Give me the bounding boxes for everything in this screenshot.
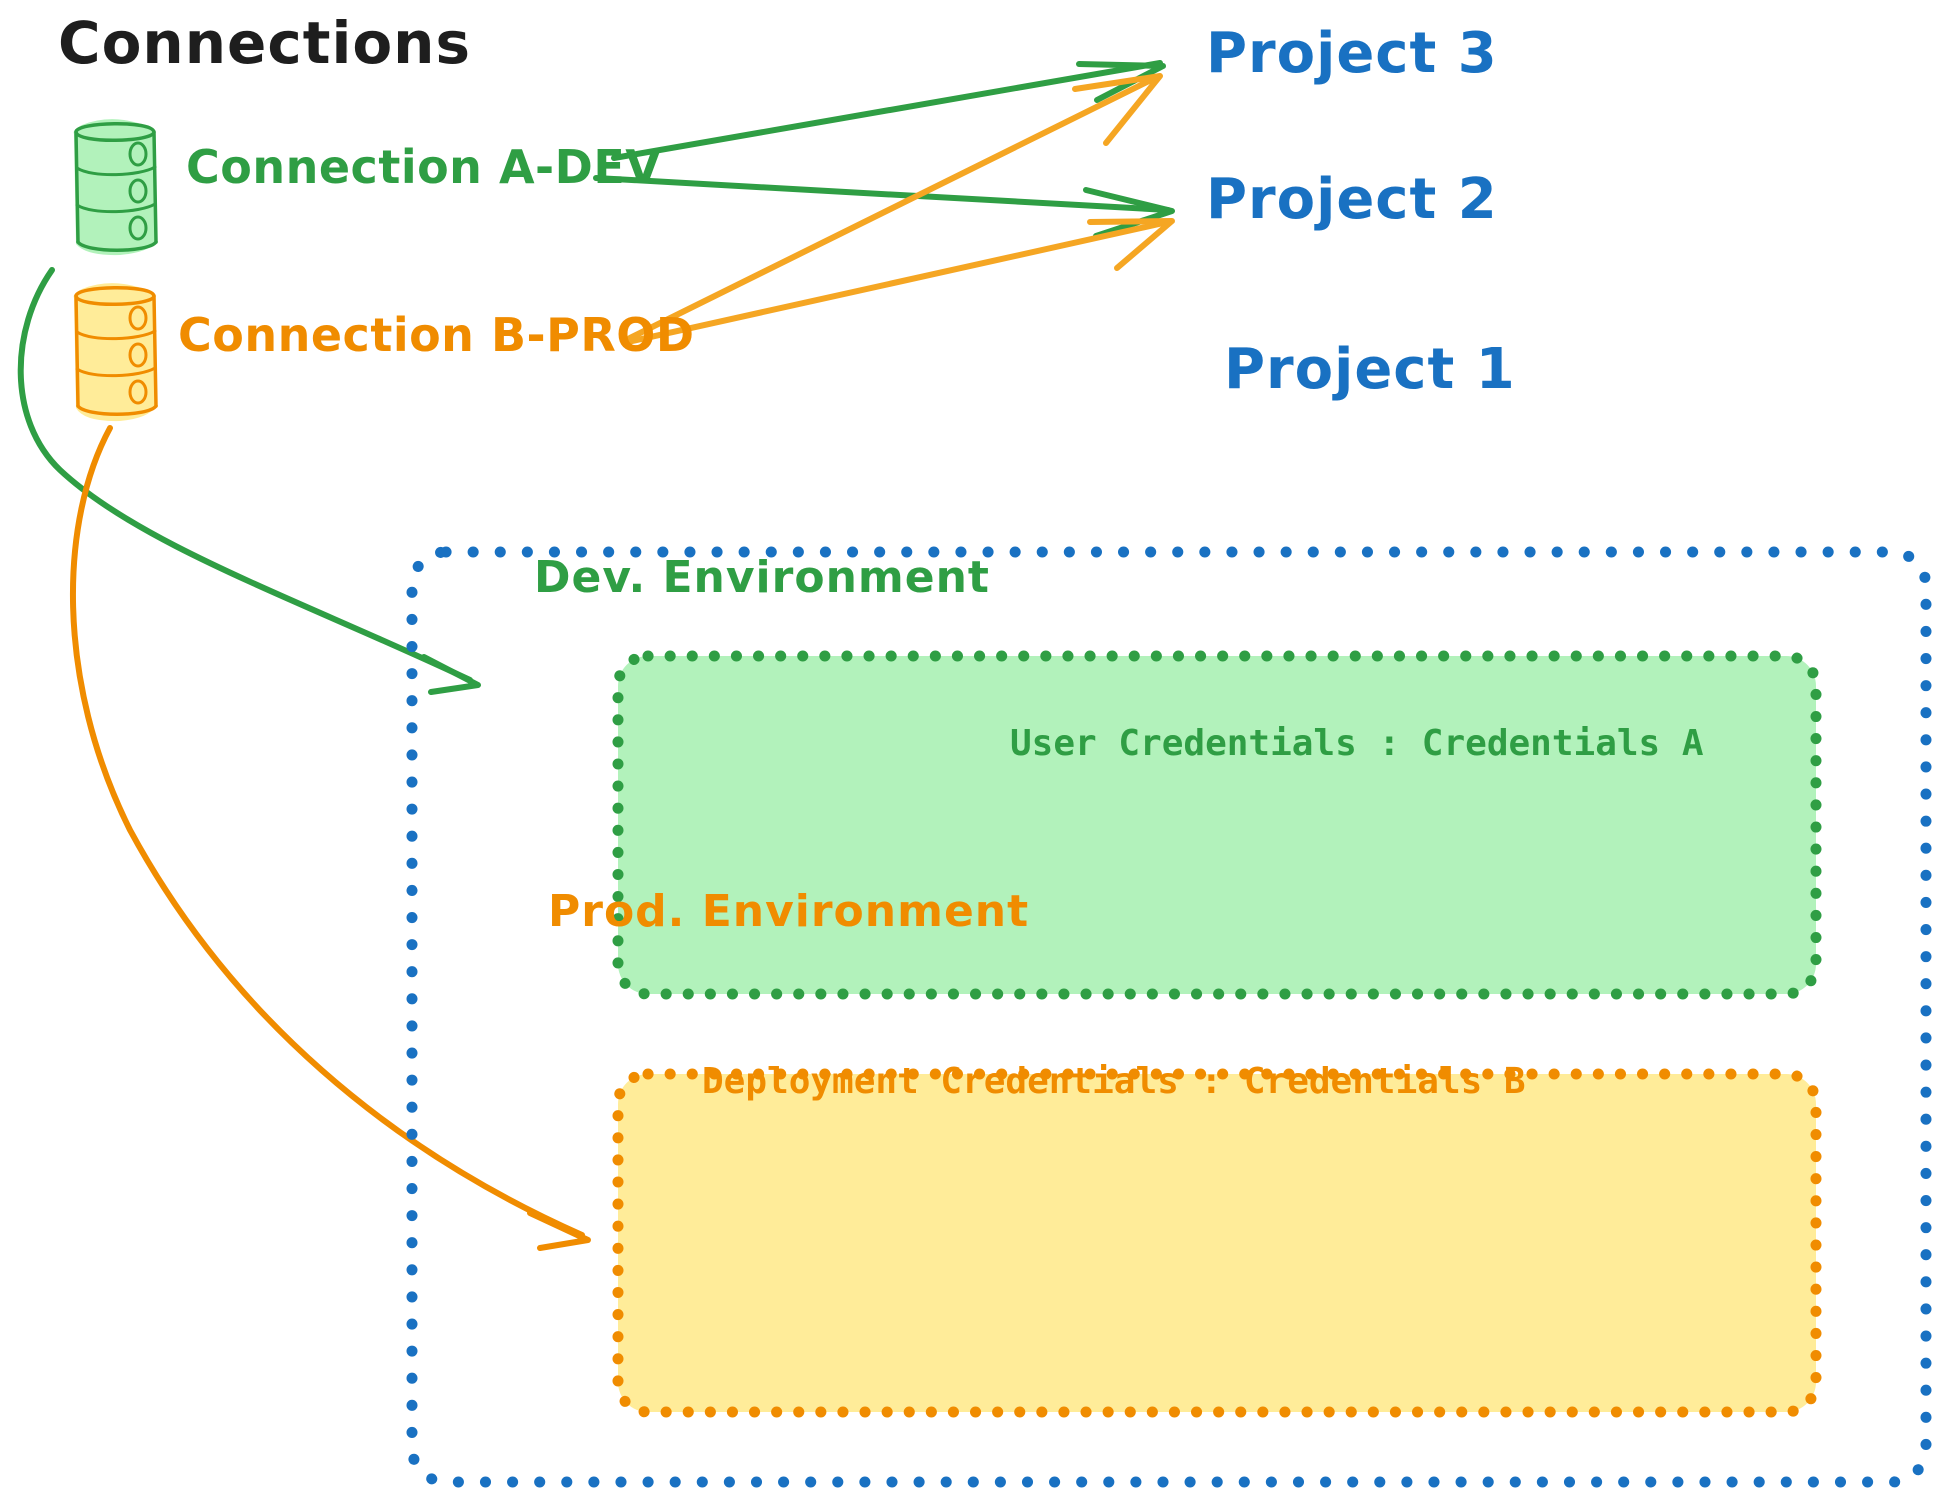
project-3-label[interactable]: Project 3 [1206, 21, 1498, 86]
project-1-label[interactable]: Project 1 [1224, 337, 1516, 402]
prod-environment-title: Prod. Environment [548, 886, 1030, 937]
database-icon [73, 283, 158, 422]
database-icon [73, 119, 158, 256]
dev-environment-box[interactable] [612, 650, 1822, 1000]
edge-a-dev-to-project-3 [611, 60, 1166, 161]
edge-a-dev-to-project-2 [593, 175, 1175, 239]
page-title: Connections [58, 9, 471, 77]
prod-environment-box[interactable] [612, 1068, 1822, 1418]
database-icon-connection-a[interactable] [62, 112, 172, 266]
connection-b-label[interactable]: Connection B-PROD [178, 308, 695, 362]
dev-environment-title: Dev. Environment [534, 552, 990, 603]
edge-b-prod-to-project-3 [627, 73, 1163, 341]
connection-a-label[interactable]: Connection A-DEV [186, 140, 662, 194]
project-2-label[interactable]: Project 2 [1206, 167, 1498, 232]
edge-b-prod-to-project-2 [625, 218, 1175, 345]
prod-environment-credentials: Deployment Credentials : Credentials B [702, 1061, 1526, 1102]
database-icon-connection-b[interactable] [62, 276, 172, 430]
edge-b-prod-to-prod-environment [69, 425, 591, 1251]
dev-environment-credentials: User Credentials : Credentials A [1010, 723, 1704, 764]
